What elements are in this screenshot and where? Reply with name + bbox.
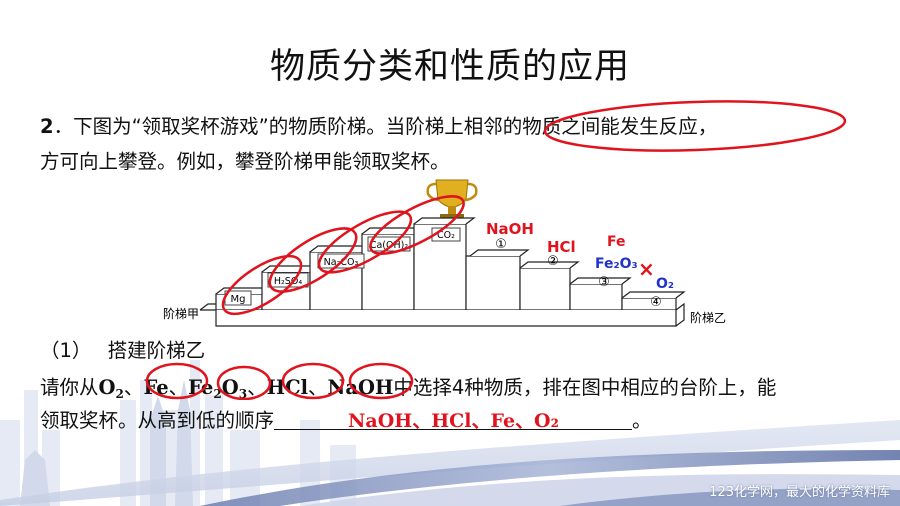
- choice-ellipses: [145, 362, 414, 400]
- label-stairs-yi: 阶梯乙: [690, 311, 726, 325]
- line4-pre: 领取奖杯。从高到低的顺序: [40, 409, 275, 432]
- answer-step-2: HCl: [547, 238, 576, 256]
- answer-step-3: Fe: [607, 234, 626, 250]
- choice-fe: Fe: [143, 376, 169, 399]
- step-num-1: ①: [495, 237, 507, 252]
- sep-1: 、: [123, 376, 144, 399]
- page-title: 物质分类和性质的应用: [269, 47, 630, 87]
- part-1-label: （1）: [40, 339, 92, 362]
- stairs-diagram: Mg H₂SO₄ Na₂CO₃ Ca(OH)₂ CO₂ ① ② ③ ④ 阶梯甲 …: [163, 179, 726, 327]
- line3-post: 中选择4种物质，排在图中相应的台阶上，能: [393, 376, 777, 399]
- city-background: [0, 360, 900, 506]
- line4-end: 。: [632, 409, 652, 432]
- line3-pre: 请你从: [40, 376, 99, 399]
- right-staircase: [199, 249, 686, 327]
- trophy-icon: [426, 179, 478, 219]
- question-line-2: 方可向上攀登。例如，攀登阶梯甲能领取奖杯。: [40, 150, 450, 173]
- answer-step-4: O₂: [656, 276, 674, 292]
- step-num-4: ④: [650, 295, 662, 310]
- part-1-title: 搭建阶梯乙: [107, 339, 206, 362]
- step-num-3: ③: [598, 275, 610, 290]
- answer-fe2o3-crossed: Fe₂O₃: [595, 256, 638, 272]
- question-line-1: 2．下图为“领取奖杯游戏”的物质阶梯。当阶梯上相邻的物质之间能发生反应，: [40, 110, 717, 139]
- answer-step-1: NaOH: [486, 220, 534, 238]
- part-1-heading: （1） 搭建阶梯乙: [40, 334, 205, 363]
- sep-4: 、: [308, 376, 328, 399]
- label-stairs-jia: 阶梯甲: [163, 307, 199, 321]
- choice-o2: O2: [98, 376, 124, 402]
- question-line-4: 领取奖杯。从高到低的顺序 NaOH、HCl、Fe、O₂ 。: [40, 404, 652, 433]
- answer-blank[interactable]: NaOH、HCl、Fe、O₂: [274, 409, 633, 432]
- step-mg: Mg: [231, 294, 246, 305]
- step-caoh2: Ca(OH)₂: [370, 240, 408, 251]
- wrong-mark-icon: ×: [638, 257, 655, 281]
- answer-text: NaOH、HCl、Fe、O₂: [348, 410, 559, 432]
- choice-hcl: HCl: [266, 376, 309, 399]
- footer-watermark: 123化学网，最大的化学资料库: [709, 485, 890, 500]
- question-line-3: 请你从O2、Fe、Fe2O3、HCl、NaOH中选择4种物质，排在图中相应的台阶…: [40, 371, 776, 401]
- step-num-2: ②: [547, 254, 559, 269]
- question-number: 2: [40, 115, 54, 138]
- step-co2: CO₂: [437, 230, 455, 241]
- step-h2so4: H₂SO₄: [274, 276, 302, 287]
- reaction-ellipses: [221, 195, 465, 316]
- sep-2: 、: [168, 376, 189, 399]
- question-text-1: ．下图为“领取奖杯游戏”的物质阶梯。当阶梯上相邻的物质之间能发生反应，: [53, 115, 718, 138]
- highlight-ellipse: [543, 100, 847, 152]
